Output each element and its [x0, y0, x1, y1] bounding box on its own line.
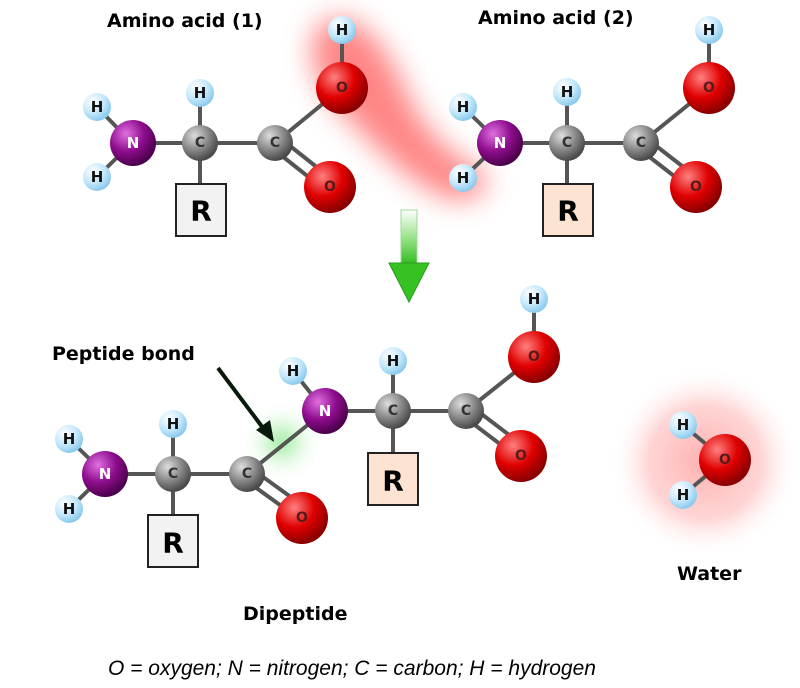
hydrogen-atom: H	[449, 164, 477, 192]
svg-text:R: R	[162, 527, 184, 560]
oxygen-atom: O	[276, 492, 328, 544]
svg-text:H: H	[167, 415, 180, 433]
amino-acid-1: H H N H C C H O O R	[83, 16, 368, 237]
dipeptide-label: Dipeptide	[243, 603, 347, 625]
hydrogen-atom: H	[553, 78, 581, 106]
carbon-atom: C	[229, 456, 265, 492]
hydrogen-atom: H	[449, 93, 477, 121]
dipeptide: H H N H C C O R H N H C C H O O R	[55, 285, 560, 568]
svg-text:H: H	[336, 21, 349, 39]
peptide-bond-pointer-arrow	[216, 366, 274, 442]
hydrogen-atom: H	[328, 16, 356, 44]
svg-text:H: H	[91, 168, 104, 186]
oxygen-atom: O	[316, 62, 368, 114]
svg-text:N: N	[319, 402, 332, 420]
svg-text:R: R	[190, 195, 212, 228]
hydrogen-atom: H	[520, 285, 548, 313]
r-group-1: R	[147, 514, 199, 568]
hydrogen-atom: H	[83, 93, 111, 121]
svg-text:H: H	[457, 98, 470, 116]
svg-text:C: C	[270, 135, 280, 151]
oxygen-atom: O	[495, 430, 547, 482]
amino-acid-2-title: Amino acid (2)	[478, 7, 634, 29]
r-group-2: R	[542, 183, 594, 237]
hydrogen-atom: H	[83, 163, 111, 191]
carbon-atom: C	[155, 456, 191, 492]
svg-text:R: R	[557, 195, 579, 228]
hydrogen-atom: H	[159, 410, 187, 438]
svg-text:O: O	[515, 448, 527, 464]
removed-water-highlight	[311, 18, 487, 200]
svg-text:O: O	[719, 452, 731, 468]
svg-text:H: H	[528, 290, 541, 308]
svg-text:C: C	[195, 135, 205, 151]
svg-text:H: H	[287, 362, 300, 380]
oxygen-atom: O	[670, 161, 722, 213]
svg-text:C: C	[242, 466, 252, 482]
hydrogen-atom: H	[55, 495, 83, 523]
hydrogen-atom: H	[669, 411, 697, 439]
svg-text:H: H	[561, 83, 574, 101]
hydrogen-atom: H	[379, 347, 407, 375]
hydrogen-atom: H	[279, 357, 307, 385]
svg-text:R: R	[382, 465, 404, 498]
svg-text:N: N	[127, 134, 140, 152]
svg-text:H: H	[63, 430, 76, 448]
carbon-atom: C	[257, 125, 293, 161]
svg-text:H: H	[677, 486, 690, 504]
r-group-2: R	[367, 452, 419, 506]
r-group-1: R	[175, 183, 227, 237]
svg-text:O: O	[336, 80, 348, 96]
hydrogen-atom: H	[186, 79, 214, 107]
hydrogen-atom: H	[695, 16, 723, 44]
nitrogen-atom: N	[82, 451, 128, 497]
svg-text:C: C	[461, 403, 471, 419]
nitrogen-atom: N	[477, 120, 523, 166]
svg-text:N: N	[494, 134, 507, 152]
carbon-atom: C	[375, 393, 411, 429]
water-molecule: H H O	[669, 411, 751, 509]
nitrogen-atom: N	[302, 388, 348, 434]
carbon-atom: C	[623, 125, 659, 161]
svg-text:H: H	[677, 416, 690, 434]
carbon-atom: C	[549, 125, 585, 161]
carbon-atom: C	[182, 125, 218, 161]
peptide-bond-label: Peptide bond	[52, 343, 195, 365]
svg-text:H: H	[91, 98, 104, 116]
svg-text:H: H	[194, 84, 207, 102]
svg-text:H: H	[457, 169, 470, 187]
svg-text:C: C	[388, 403, 398, 419]
amino-acid-2: H H N H C C H O O R	[449, 16, 735, 237]
oxygen-atom: O	[304, 161, 356, 213]
water-label: Water	[677, 563, 742, 585]
hydrogen-atom: H	[669, 481, 697, 509]
svg-text:H: H	[703, 21, 716, 39]
svg-text:H: H	[387, 352, 400, 370]
oxygen-atom: O	[508, 331, 560, 383]
svg-text:H: H	[63, 500, 76, 518]
svg-text:C: C	[562, 135, 572, 151]
svg-text:O: O	[528, 349, 540, 365]
svg-text:N: N	[99, 465, 112, 483]
atom-legend: O = oxygen; N = nitrogen; C = carbon; H …	[108, 657, 596, 680]
svg-text:O: O	[296, 510, 308, 526]
svg-text:C: C	[636, 135, 646, 151]
carbon-atom: C	[448, 393, 484, 429]
oxygen-atom: O	[699, 434, 751, 486]
svg-text:O: O	[324, 179, 336, 195]
reaction-arrow	[388, 209, 430, 304]
hydrogen-atom: H	[55, 425, 83, 453]
nitrogen-atom: N	[110, 120, 156, 166]
amino-acid-1-title: Amino acid (1)	[107, 10, 263, 32]
svg-text:C: C	[168, 466, 178, 482]
svg-text:O: O	[703, 80, 715, 96]
oxygen-atom: O	[683, 62, 735, 114]
svg-text:O: O	[690, 179, 702, 195]
